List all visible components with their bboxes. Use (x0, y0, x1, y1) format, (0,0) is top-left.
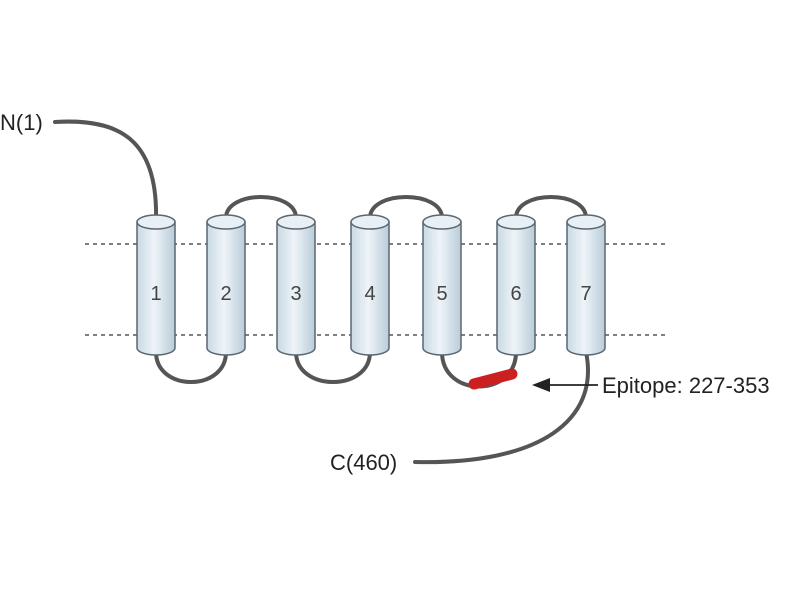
extracellular-loop-2 (368, 195, 444, 220)
helix-7: 7 (566, 214, 606, 356)
c-terminus-tail (413, 350, 590, 465)
helix-5: 5 (422, 214, 462, 356)
helix-3-label: 3 (290, 283, 301, 305)
helix-group: 1 2 3 4 5 6 7 (136, 214, 606, 356)
helix-7-label: 7 (580, 283, 591, 305)
epitope-arrow (532, 378, 598, 392)
helix-6-label: 6 (510, 283, 521, 305)
helix-4-label: 4 (364, 283, 375, 305)
helix-2: 2 (206, 214, 246, 356)
extracellular-loop-3 (514, 195, 588, 220)
n-terminus-tail (53, 119, 159, 222)
epitope-label: Epitope: 227-353 (602, 373, 770, 398)
n-terminus-label: N(1) (0, 110, 43, 135)
c-terminus-label: C(460) (330, 450, 397, 475)
helix-3: 3 (276, 214, 316, 356)
helix-6: 6 (496, 214, 536, 356)
helix-1: 1 (136, 214, 176, 356)
helix-2-label: 2 (220, 283, 231, 305)
extracellular-loop-1 (224, 195, 298, 220)
helix-5-label: 5 (436, 283, 447, 305)
epitope-marker (468, 368, 518, 390)
intracellular-loop-2 (294, 350, 372, 384)
intracellular-loop-1 (154, 350, 228, 384)
helix-4: 4 (350, 214, 390, 356)
helix-1-label: 1 (150, 283, 161, 305)
